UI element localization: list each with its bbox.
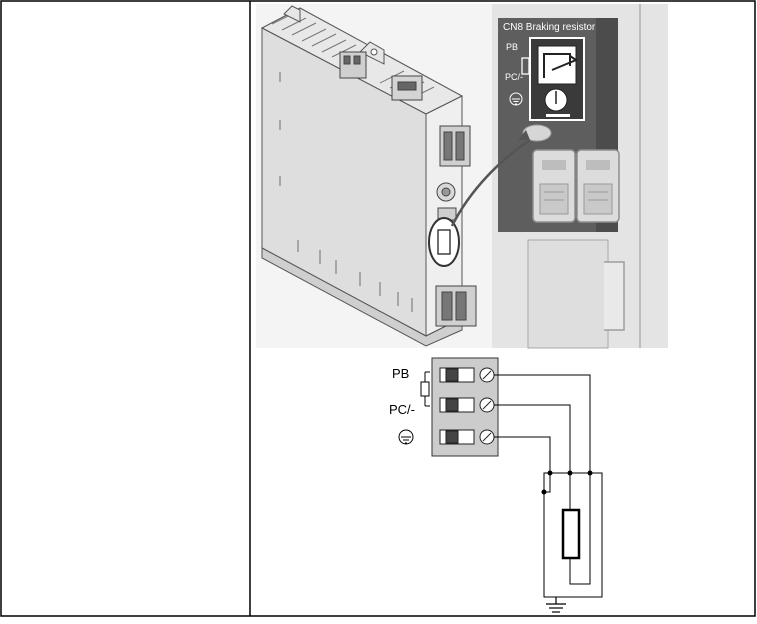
device-illustration: CN8 Braking resistor PB PC/- [256,4,668,348]
cn8-label-pc: PC/- [505,72,523,82]
jumper-resistor-icon [421,372,430,406]
earth-circle-icon [399,430,413,444]
cn8-connector-left [533,150,575,222]
cn8-connector-right [577,150,619,222]
wire-earth [494,437,550,473]
closeup-side-tab [604,262,624,330]
wires [494,375,590,473]
wiring-label-pb: PB [392,366,409,381]
terminal-row-pc [440,398,494,412]
braking-resistor-icon [544,473,602,597]
terminal-row-earth [440,430,494,444]
cn8-label-pb: PB [506,42,518,52]
wire-pc [494,405,570,473]
cn8-panel-title: CN8 Braking resistor [503,22,596,33]
wiring-diagram: PB PC/- [389,358,602,612]
resistor-element [563,510,579,558]
wiring-label-pc: PC/- [389,402,415,417]
terminal-row-pb [440,368,494,382]
wire-pb [494,375,590,473]
closeup-lower-recess [528,240,608,348]
cn8-location-terminal [438,230,450,254]
cn8-terminal-window [530,38,584,120]
ground-symbol-icon [546,597,566,612]
